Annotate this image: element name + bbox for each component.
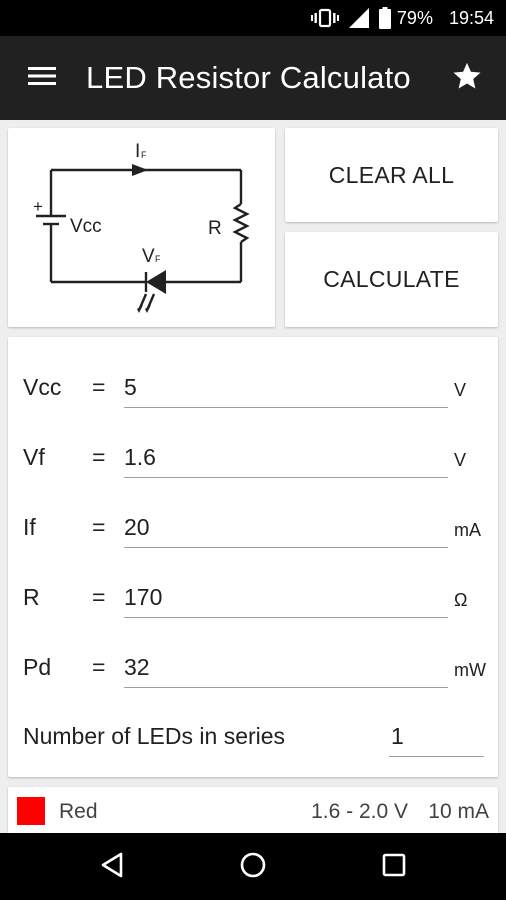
app-toolbar: LED Resistor Calculato <box>0 36 506 120</box>
pd-field-label: Pd <box>23 654 52 680</box>
signal-icon <box>348 8 369 28</box>
battery-icon <box>378 7 391 29</box>
equals-sign: = <box>92 374 106 400</box>
led-voltage-range: 1.6 - 2.0 V <box>311 800 408 823</box>
resistor-label: R <box>208 218 222 239</box>
status-bar: 79% 19:54 <box>0 0 506 36</box>
vibrate-icon <box>310 8 339 28</box>
vcc-input[interactable] <box>124 368 448 408</box>
leds-in-series-input[interactable] <box>389 717 484 757</box>
star-icon <box>452 61 482 96</box>
if-field-label: If <box>23 514 36 540</box>
vcc-field-label: Vcc <box>23 374 62 400</box>
vcc-label: Vcc <box>70 216 102 237</box>
equals-sign: = <box>92 584 106 610</box>
led-color-name: Red <box>59 800 98 823</box>
r-input[interactable] <box>124 578 448 618</box>
r-unit: Ω <box>454 590 468 610</box>
led-current: 10 mA <box>428 800 489 823</box>
equals-sign: = <box>92 514 106 540</box>
vf-input[interactable] <box>124 438 448 478</box>
recents-icon <box>381 852 407 883</box>
home-button[interactable] <box>234 848 272 886</box>
battery-plus-label: + <box>33 197 43 216</box>
pd-input[interactable] <box>124 648 448 688</box>
vf-subscript: F <box>155 254 161 264</box>
equals-sign: = <box>92 444 106 470</box>
vf-field-label: Vf <box>23 444 45 470</box>
home-icon <box>239 851 267 884</box>
clear-all-button[interactable]: CLEAR ALL <box>285 128 498 222</box>
calculate-button[interactable]: CALCULATE <box>285 232 498 327</box>
if-input[interactable] <box>124 508 448 548</box>
pd-unit: mW <box>454 660 486 680</box>
if-subscript: F <box>141 150 147 160</box>
vcc-row: Vcc = V <box>8 364 498 414</box>
color-swatch <box>17 797 45 825</box>
circuit-diagram: I F + Vcc R V F <box>33 141 250 313</box>
battery-percent: 79% <box>396 7 433 28</box>
r-row: R = Ω <box>8 574 498 624</box>
led-color-list-item[interactable]: Red 1.6 - 2.0 V 10 mA <box>8 787 498 833</box>
vf-label: V <box>142 246 155 267</box>
equals-sign: = <box>92 654 106 680</box>
vf-unit: V <box>454 450 467 470</box>
circuit-diagram-card: I F + Vcc R V F <box>8 128 275 327</box>
page-title: LED Resistor Calculato <box>86 60 411 95</box>
r-field-label: R <box>23 584 40 610</box>
system-nav-bar <box>0 833 506 900</box>
vcc-unit: V <box>454 380 467 400</box>
menu-icon <box>28 65 56 92</box>
if-row: If = mA <box>8 504 498 554</box>
clock: 19:54 <box>448 7 494 28</box>
leds-in-series-row: Number of LEDs in series <box>8 717 498 767</box>
leds-in-series-label: Number of LEDs in series <box>23 723 286 749</box>
if-unit: mA <box>454 520 481 540</box>
back-button[interactable] <box>93 848 131 886</box>
back-icon <box>99 851 125 884</box>
vf-row: Vf = V <box>8 434 498 484</box>
favorite-button[interactable] <box>446 57 488 99</box>
if-label: I <box>135 141 140 162</box>
menu-button[interactable] <box>0 36 84 120</box>
pd-row: Pd = mW <box>8 644 498 694</box>
recents-button[interactable] <box>375 848 413 886</box>
input-form-card: Vcc = V Vf = V If = mA R = Ω Pd = mW Num… <box>8 337 498 777</box>
